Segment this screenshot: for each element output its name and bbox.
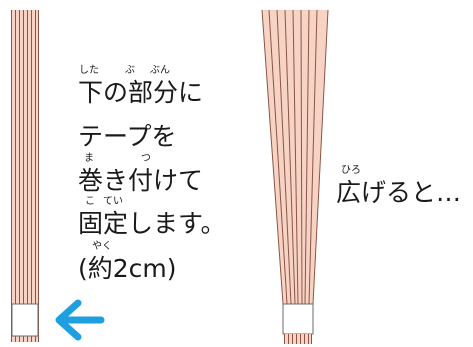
spread-paper-strip [261,9,329,344]
instruction-line-4: 固定します。 [78,209,226,238]
ruby-tsu: つ [141,153,151,164]
bundled-paper-strip [11,10,39,342]
spread-caption: 広げると… [336,178,462,207]
strip-lines [11,10,39,342]
fan-tape-band [282,303,314,335]
ruby-shita: した [79,65,99,76]
ruby-yaku: やく [92,241,112,252]
tape-band [11,303,39,337]
ruby-bu: ぶ [125,65,135,76]
arrow-left-icon [55,299,105,341]
ruby-ko: こ [85,196,95,207]
fan-stub-lines [284,334,312,344]
instruction-line-1: 下の部分に [78,78,204,107]
ruby-tei: てい [103,196,123,207]
instruction-line-2: テープを [78,122,177,151]
instruction-line-3: 巻き付けて [78,166,204,195]
fan-lines [261,9,329,305]
ruby-hiro: ひろ [341,165,361,176]
instruction-line-5: (約2cm) [78,254,177,283]
fan-stub [284,334,312,344]
ruby-maki: ま [84,153,94,164]
ruby-bun: ぶん [150,65,170,76]
